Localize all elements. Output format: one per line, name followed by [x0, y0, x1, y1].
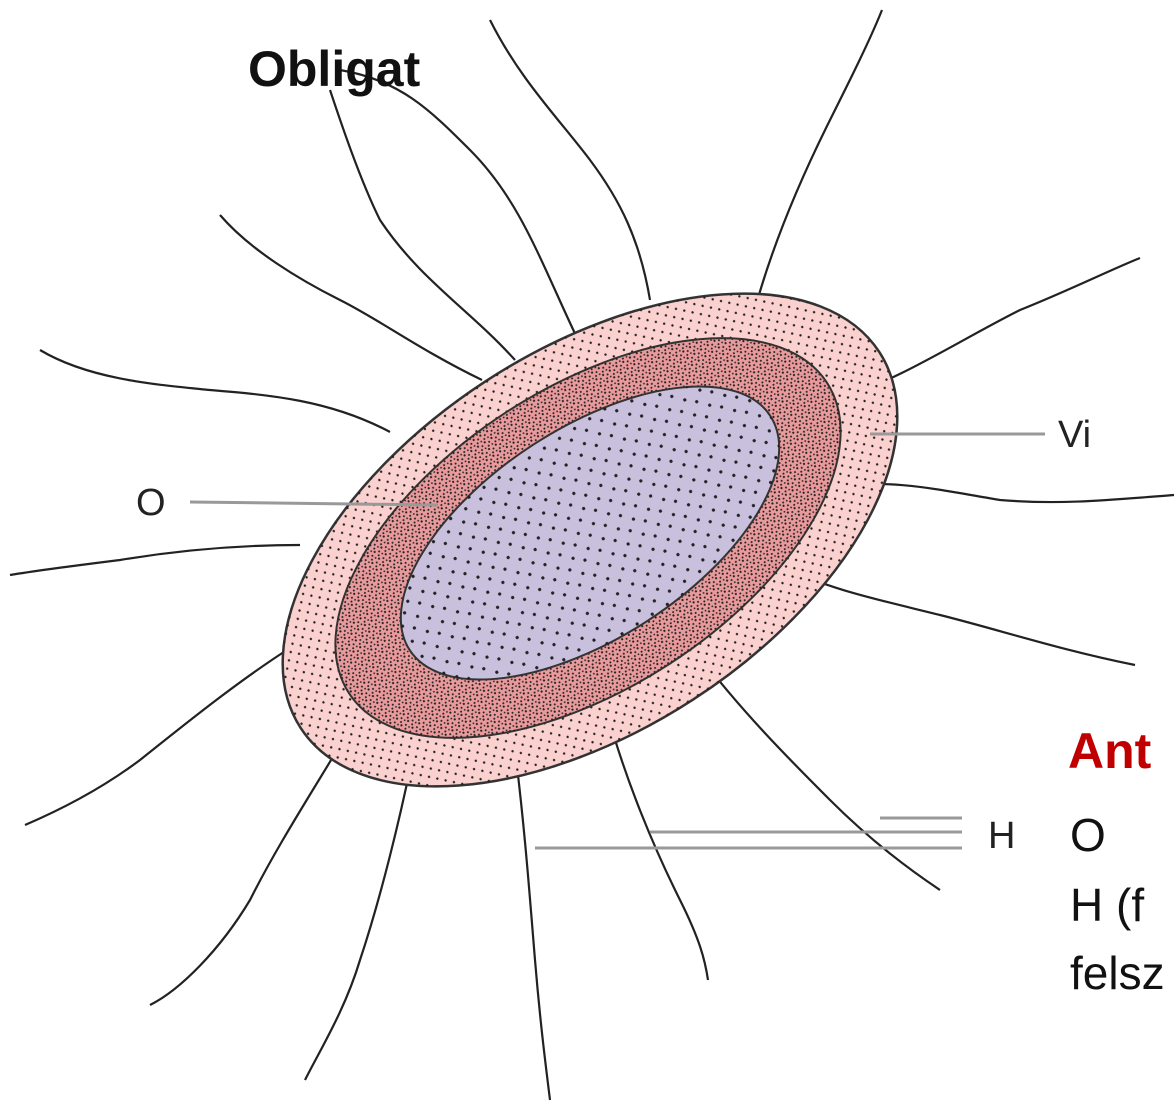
- flagellum: [150, 720, 355, 1005]
- h-label: H: [988, 815, 1015, 857]
- flagellum: [515, 750, 550, 1100]
- antigen-item-o: O: [1070, 812, 1106, 858]
- antigen-item-h: H (f: [1070, 882, 1144, 928]
- page-heading: Obligat: [248, 40, 420, 98]
- flagellum: [778, 565, 1135, 665]
- flagellum: [10, 545, 300, 575]
- flagellum: [752, 10, 882, 320]
- antigen-item-surface: felsz: [1070, 950, 1165, 996]
- o-label: O: [136, 482, 166, 524]
- vi-label: Vi: [1058, 414, 1091, 456]
- flagellum: [490, 20, 650, 300]
- flagellum: [40, 350, 390, 432]
- flagellum: [695, 650, 940, 890]
- antigen-panel-title: Ant: [1068, 722, 1151, 780]
- flagellum: [330, 90, 515, 360]
- flagellum: [605, 705, 708, 980]
- flagellum: [340, 70, 578, 340]
- flagellum: [220, 215, 482, 380]
- flagellum: [25, 648, 290, 825]
- flagellum: [305, 745, 415, 1080]
